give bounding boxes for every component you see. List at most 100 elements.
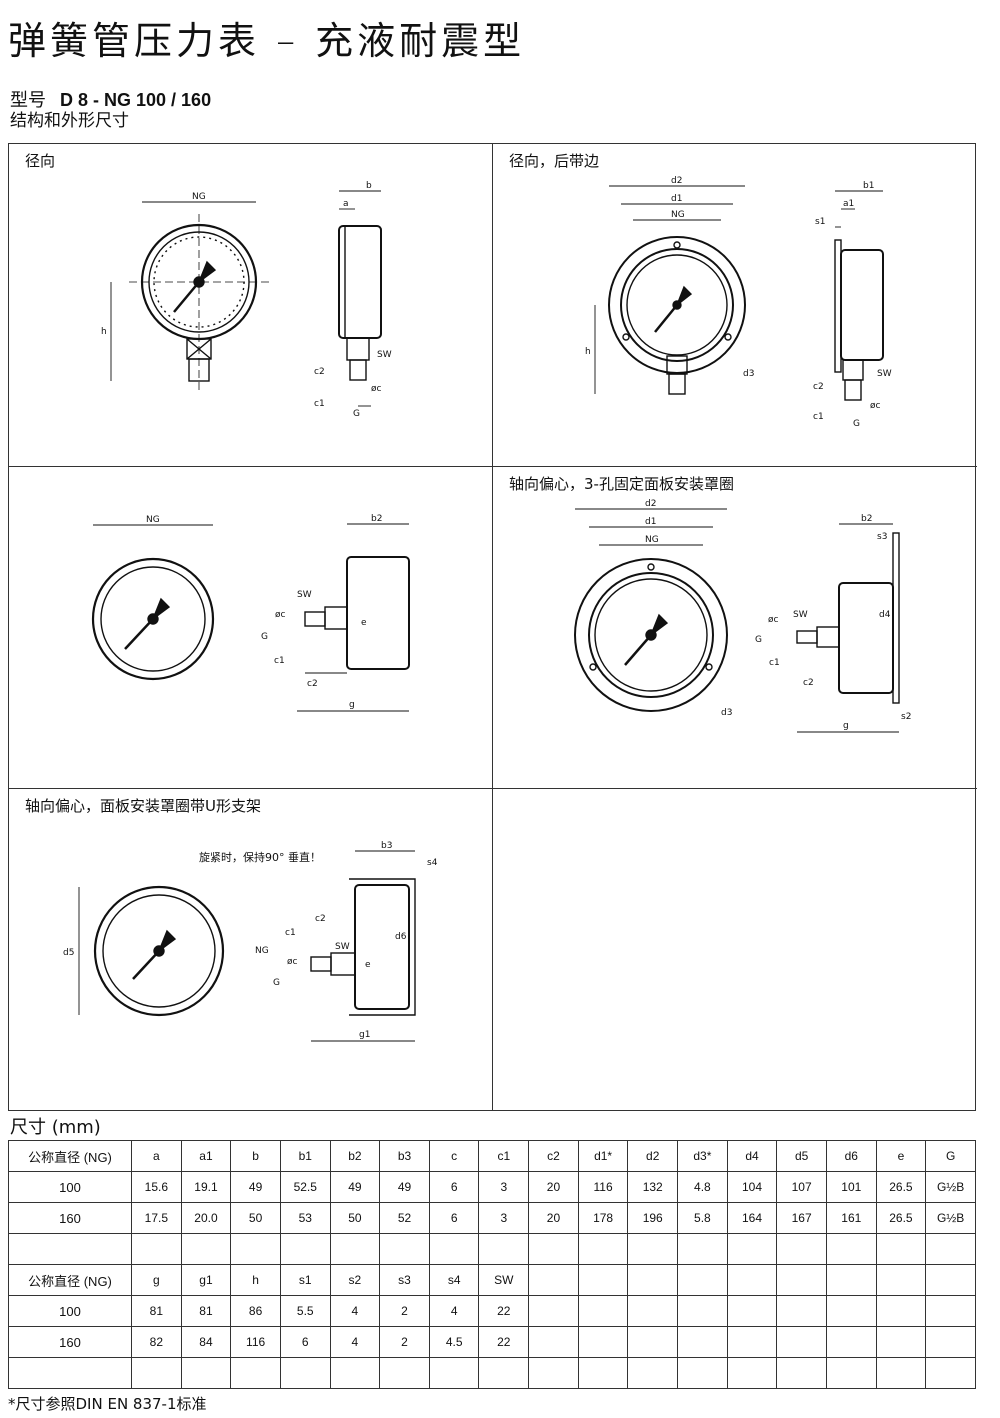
dim-sw: SW [377,350,392,360]
table-cell: 86 [230,1295,281,1327]
table-cell: 81 [180,1295,232,1327]
table-cell: 53 [279,1202,331,1234]
table-cell: 196 [627,1202,679,1234]
radial-flange-drawing: d2 d1 NG h d3 b1 a1 s1 SW øc G c2 c1 [585,176,892,429]
table-cell: d4 [726,1140,778,1172]
drawing-cell-u-bracket: 轴向偏心，面板安装罩圈带U形支架 d5 旋紧时，保持90° 垂直！ b3 [9,789,493,1111]
gauge-front-u [78,885,225,1017]
dim-h: h [101,327,107,337]
table-cell: 20 [528,1202,579,1234]
table-cell [825,1357,877,1389]
table-cell: b [230,1140,281,1172]
table-cell [925,1264,976,1296]
dim-c2-2: c2 [813,382,824,392]
table-cell: 26.5 [875,1171,927,1203]
gauge-front [110,201,269,394]
table-cell: d3* [677,1140,728,1172]
table-cell: 50 [230,1202,281,1234]
table-cell [230,1357,281,1389]
dim-b3: b3 [381,841,392,851]
table-cell: s3 [379,1264,430,1296]
table-cell [925,1295,976,1327]
table-cell: 107 [776,1171,827,1203]
drawing-cell-axial: NG b2 SW e øc G c1 c2 g [9,467,493,789]
table-cell [131,1233,182,1265]
dimensions-title: 尺寸 (mm) [10,1117,101,1138]
drawing-cell-radial: 径向 NG h [9,144,493,467]
dim-d1: d1 [671,194,682,204]
table-cell: SW [478,1264,530,1296]
table-cell [875,1326,927,1358]
table-cell: 52.5 [279,1171,331,1203]
dim-ng-3: NG [146,515,160,525]
gauge-front-axial [91,524,215,681]
table-cell: 6 [279,1326,331,1358]
table-cell: 160 [8,1202,132,1234]
table-cell [825,1295,877,1327]
table-cell [875,1295,927,1327]
table-cell: 6 [428,1202,480,1234]
dim-c1-3: c1 [274,656,285,666]
dim-b: b [366,181,372,191]
dim-d3: d3 [743,369,754,379]
table-cell [279,1233,331,1265]
dim-g-4: G [755,635,762,645]
dim-sw-2: SW [877,369,892,379]
gauge-side [338,190,382,407]
table-cell [478,1233,530,1265]
gauge-front-flange [594,185,746,395]
dim-c1: c1 [314,399,325,409]
table-cell [677,1295,728,1327]
table-cell [329,1233,381,1265]
table-cell [627,1264,679,1296]
table-cell: c [428,1140,480,1172]
table-cell: 3 [478,1202,530,1234]
dim-d5: d5 [63,948,74,958]
axial-3hole-drawing: d2 d1 NG d3 b2 s3 d4 s2 SW øc G c1 c2 g [574,499,911,733]
table-cell [726,1326,778,1358]
dim-s2: s2 [901,712,911,722]
dim-phic: øc [371,384,382,394]
table-cell: 20 [528,1171,579,1203]
axial-drawing: NG b2 SW e øc G c1 c2 g [91,514,410,712]
table-cell: 4 [428,1295,480,1327]
table-cell [875,1233,927,1265]
table-cell [677,1233,728,1265]
table-cell: 178 [577,1202,629,1234]
table-cell [825,1326,877,1358]
table-cell [825,1264,877,1296]
model-value: D 8 - NG 100 / 160 [60,90,212,110]
gauge-side-axial [297,523,410,712]
table-cell [875,1264,927,1296]
dim-c2-5: c2 [315,914,326,924]
table-cell: s2 [329,1264,381,1296]
table-cell: 160 [8,1326,132,1358]
table-cell [627,1357,679,1389]
table-cell [925,1326,976,1358]
table-cell: 50 [329,1202,381,1234]
note-vertical: 旋紧时，保持90° 垂直！ [199,850,321,864]
table-cell [726,1264,778,1296]
table-cell [428,1357,480,1389]
table-cell: 22 [478,1295,530,1327]
table-cell [8,1357,132,1389]
table-cell [528,1295,579,1327]
dim-e-2: e [365,960,371,970]
dim-phic-2: øc [870,401,881,411]
table-cell: 5.5 [279,1295,331,1327]
table-cell: g [131,1264,182,1296]
table-cell [180,1233,232,1265]
dim-gg: g [349,700,355,710]
table-cell: s1 [279,1264,331,1296]
drawing-label-u-bracket: 轴向偏心，面板安装罩圈带U形支架 [25,797,261,815]
dim-g-2: G [853,419,860,429]
table-cell: 161 [825,1202,877,1234]
table-cell: d5 [776,1140,827,1172]
table-cell [577,1357,629,1389]
